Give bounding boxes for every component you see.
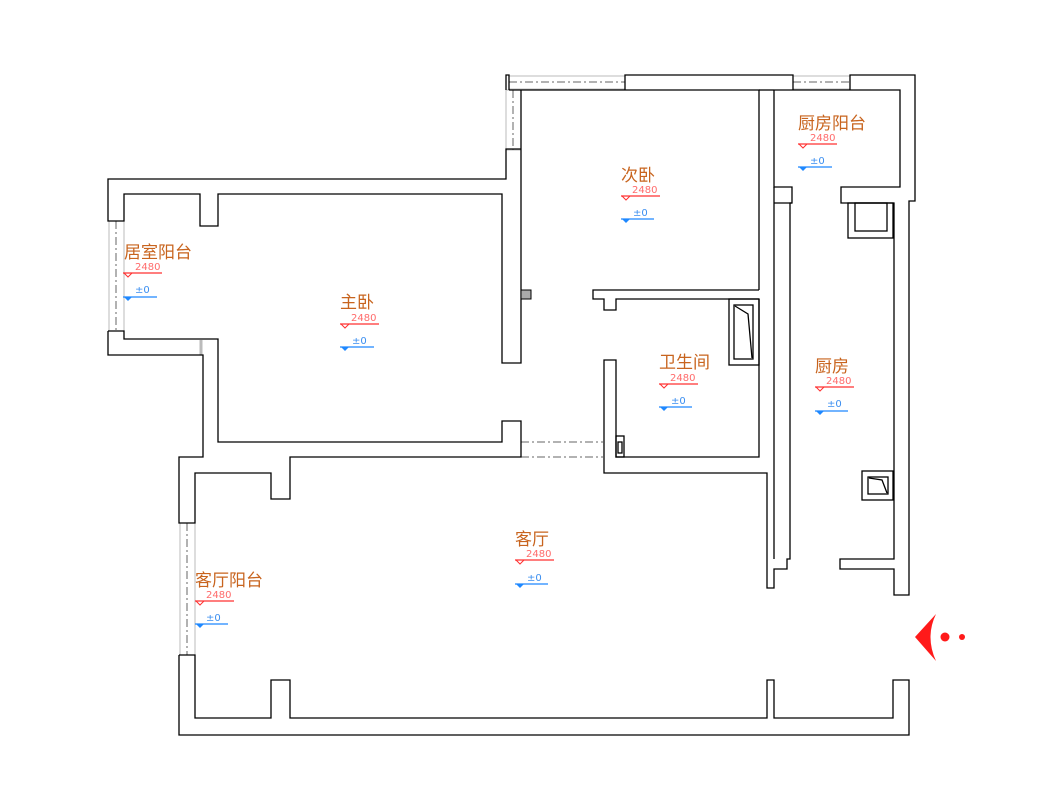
svg-text:客厅: 客厅	[515, 530, 549, 550]
svg-text:±0: ±0	[352, 336, 367, 347]
svg-text:2480: 2480	[526, 549, 551, 560]
svg-text:2480: 2480	[206, 590, 231, 601]
svg-text:2480: 2480	[351, 313, 376, 324]
svg-text:±0: ±0	[206, 613, 221, 624]
svg-text:2480: 2480	[826, 376, 851, 387]
svg-text:2480: 2480	[670, 373, 695, 384]
walls	[107, 74, 916, 736]
svg-text:±0: ±0	[527, 573, 542, 584]
svg-text:客厅阳台: 客厅阳台	[195, 571, 263, 591]
red-chevron-dots-logo-icon	[915, 614, 965, 661]
room-label-master-bedroom: 主卧 2480 ±0	[340, 293, 379, 351]
svg-text:±0: ±0	[633, 208, 648, 219]
svg-text:厨房阳台: 厨房阳台	[798, 114, 866, 134]
svg-text:±0: ±0	[810, 156, 825, 167]
room-label-living-room: 客厅 2480 ±0	[515, 530, 554, 588]
room-label-bedroom-balcony: 居室阳台 2480 ±0	[123, 243, 192, 301]
svg-text:2480: 2480	[135, 262, 160, 273]
room-label-living-balcony: 客厅阳台 2480 ±0	[195, 571, 263, 628]
svg-text:主卧: 主卧	[340, 293, 374, 313]
svg-text:±0: ±0	[135, 285, 150, 296]
svg-text:±0: ±0	[827, 399, 842, 410]
room-label-second-bedroom: 次卧 2480 ±0	[621, 166, 660, 223]
svg-text:2480: 2480	[632, 185, 657, 196]
svg-text:2480: 2480	[810, 133, 835, 144]
room-label-bathroom: 卫生间 2480 ±0	[659, 353, 710, 411]
room-label-kitchen-balcony: 厨房阳台 2480 ±0	[798, 114, 866, 171]
svg-text:居室阳台: 居室阳台	[124, 243, 192, 263]
svg-text:次卧: 次卧	[621, 166, 655, 186]
svg-text:厨房: 厨房	[815, 357, 849, 377]
svg-text:卫生间: 卫生间	[659, 353, 710, 373]
svg-text:±0: ±0	[671, 396, 686, 407]
room-label-kitchen: 厨房 2480 ±0	[815, 357, 854, 415]
